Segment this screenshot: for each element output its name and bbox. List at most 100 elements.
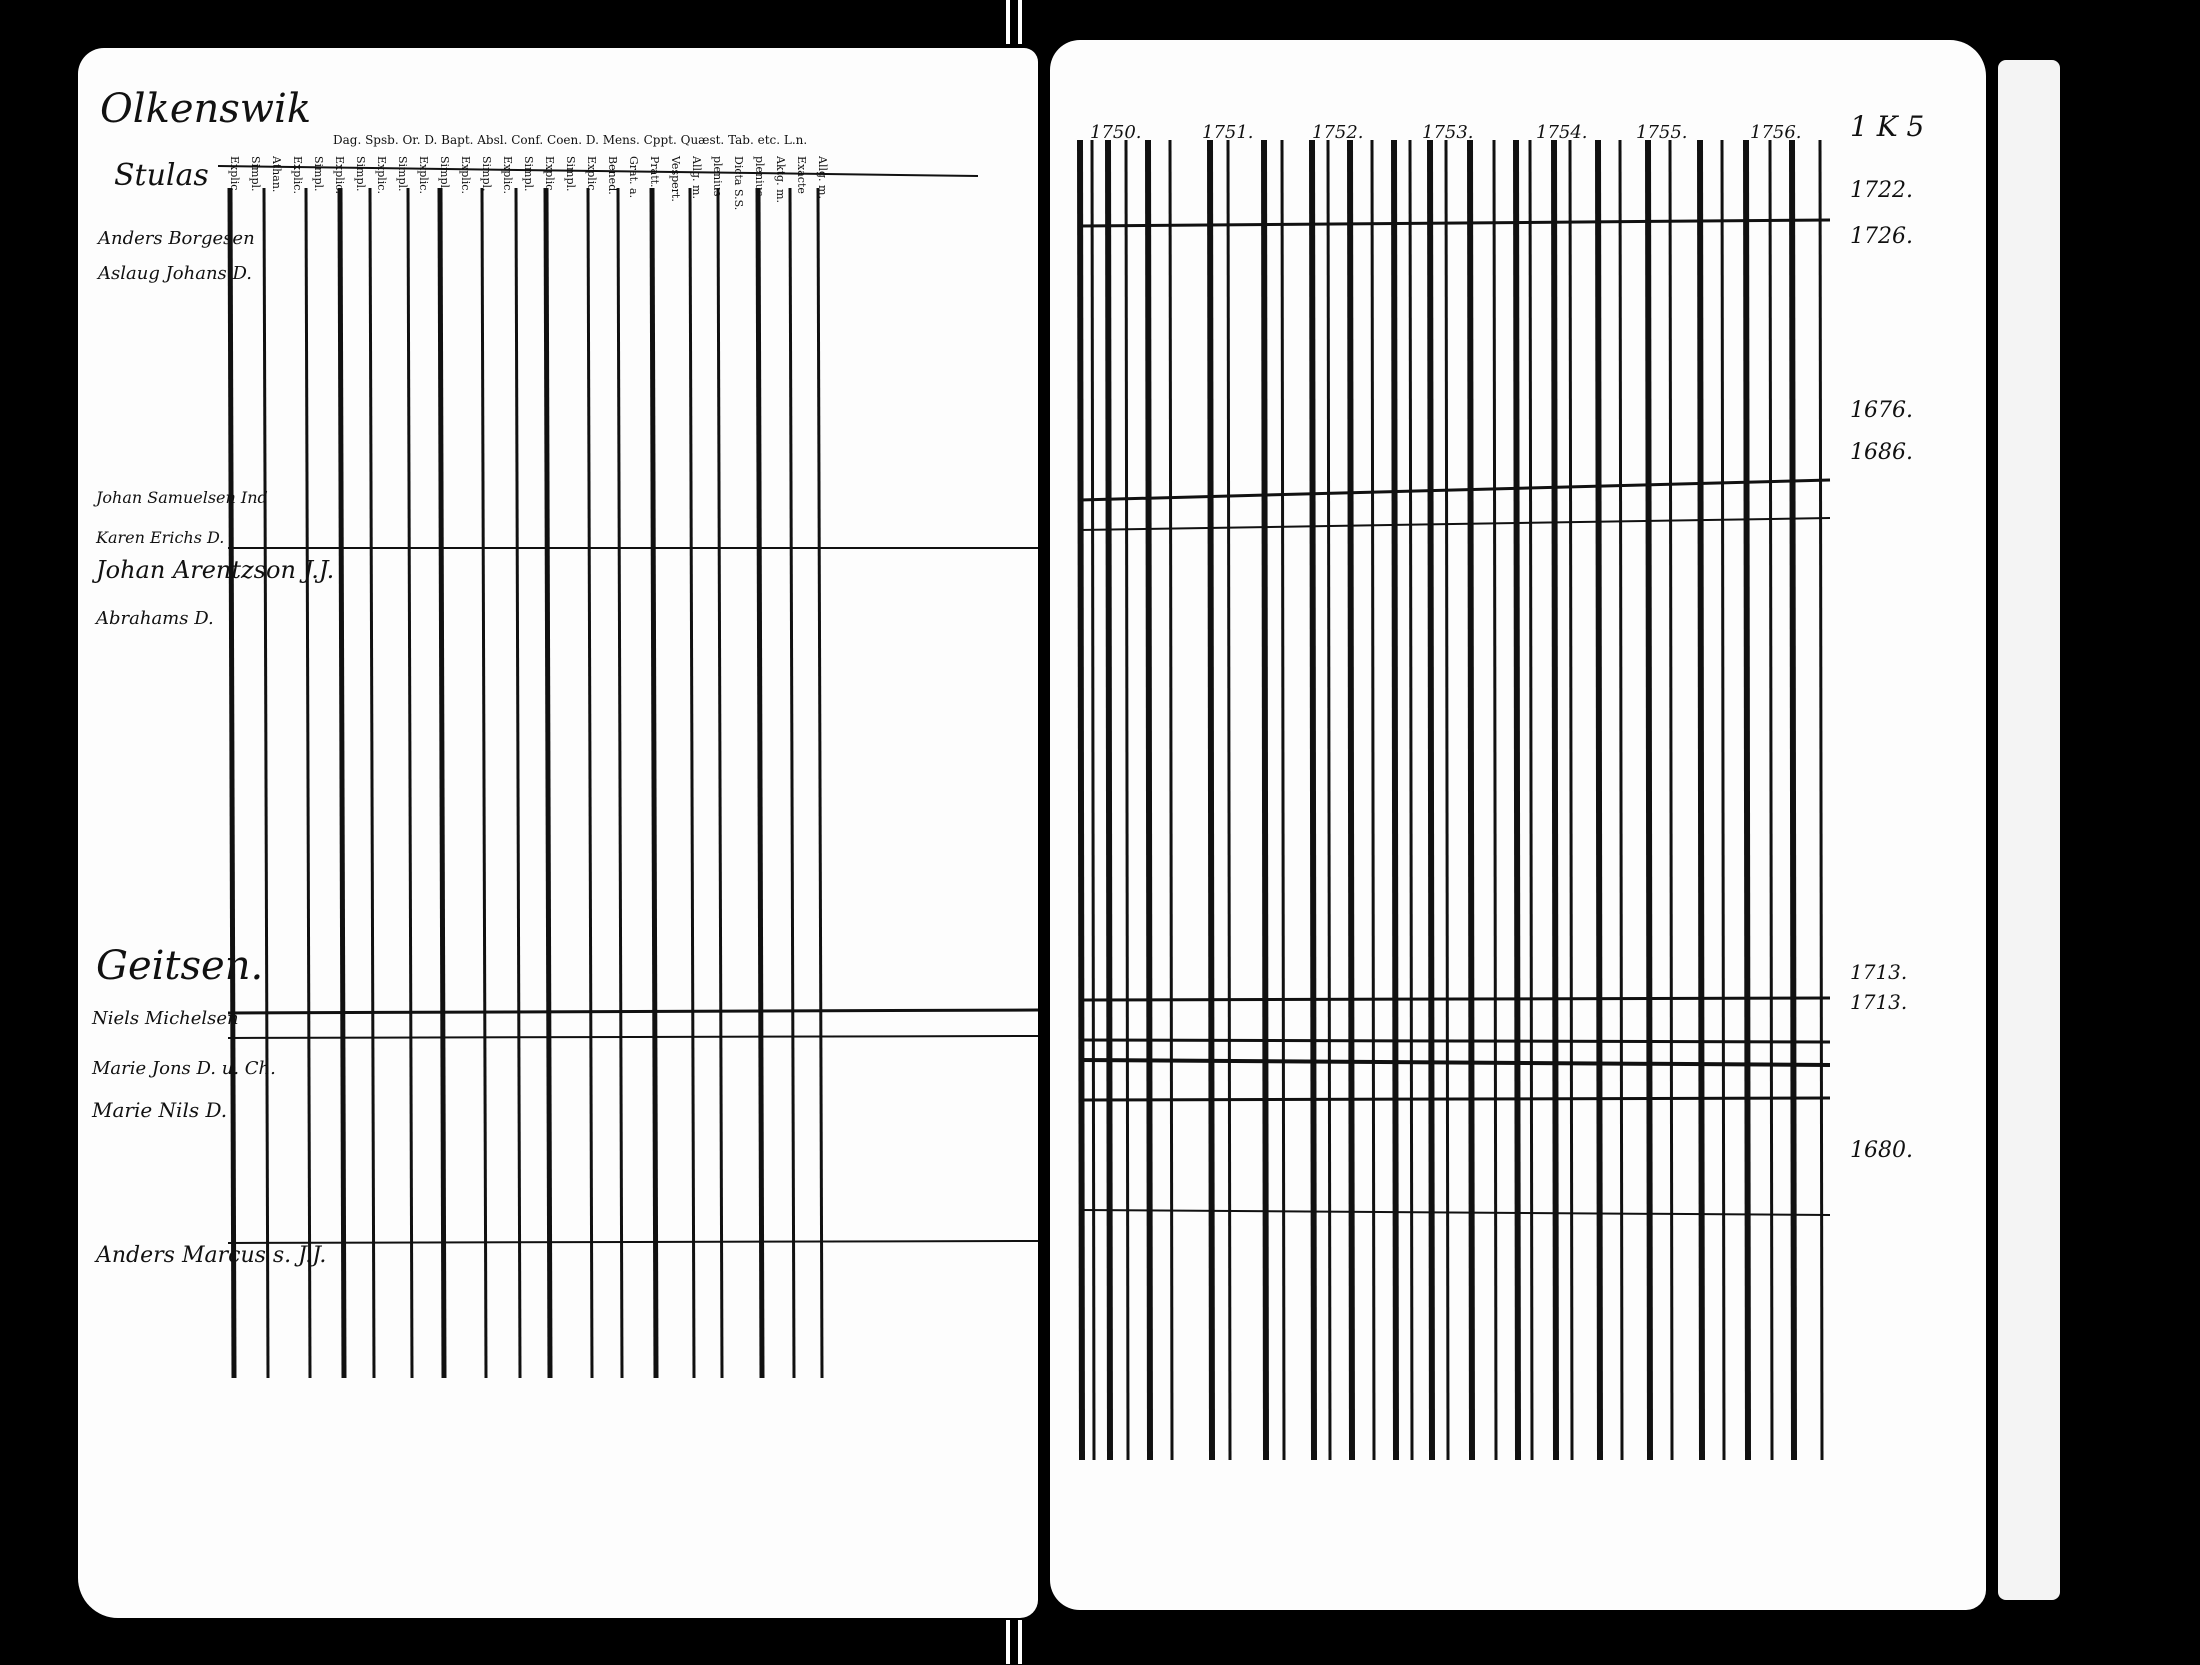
row-rule <box>227 1008 1038 1015</box>
column-rule <box>337 187 347 1379</box>
column-rule <box>1595 139 1603 1461</box>
column-rule <box>1145 139 1153 1461</box>
column-label: Simpl. <box>480 156 493 192</box>
column-label: Simpl. <box>438 156 451 192</box>
margin-year: 1726. <box>1850 224 1913 249</box>
column-label: Explic. <box>333 156 346 194</box>
section-1-title: Olkenswik <box>100 86 312 132</box>
column-rule <box>1105 139 1113 1461</box>
column-label: Simpl. <box>249 156 262 192</box>
margin-year: 1680. <box>1850 1138 1913 1163</box>
row-rule <box>1079 517 1831 531</box>
column-rule <box>1090 139 1096 1461</box>
column-rule <box>816 187 824 1379</box>
binding-mark <box>1006 0 1010 44</box>
column-rule <box>1492 139 1498 1461</box>
column-rule <box>1568 139 1574 1461</box>
row-rule <box>1079 218 1831 228</box>
column-rule <box>480 187 488 1379</box>
column-label: Explic. <box>228 156 241 194</box>
column-rule <box>649 187 659 1379</box>
name-entry: Aslaug Johans D. <box>98 263 253 284</box>
section-3-title: Geitsen. <box>96 943 264 989</box>
column-rule <box>262 187 270 1379</box>
column-label: Aktg. m. <box>774 156 787 203</box>
column-label: Explic. <box>585 156 598 194</box>
row-rule <box>1079 1058 1831 1067</box>
binding-mark <box>1018 0 1022 44</box>
column-rule <box>1391 139 1399 1461</box>
column-rule <box>1697 139 1705 1461</box>
column-label: Athan. <box>270 156 283 193</box>
margin-year: 1722. <box>1850 178 1913 203</box>
section-1-subtitle: Stulas <box>114 158 209 193</box>
column-label: Vespert. <box>669 156 682 202</box>
column-rule <box>1261 139 1269 1461</box>
column-rule <box>586 187 594 1379</box>
column-label: Explic. <box>375 156 388 194</box>
name-entry: Marie Nils D. <box>92 1098 228 1122</box>
year-header: 1755. <box>1636 122 1688 143</box>
margin-year: 1686. <box>1850 440 1913 465</box>
column-rule <box>1408 139 1414 1461</box>
year-header: 1751. <box>1202 122 1254 143</box>
year-header: 1756. <box>1750 122 1802 143</box>
column-rule <box>227 187 237 1379</box>
corner-mark: 1 K 5 <box>1850 110 1925 143</box>
name-entry: Karen Erichs D. <box>96 528 225 547</box>
column-rule <box>688 187 696 1379</box>
column-label: Simpl. <box>396 156 409 192</box>
page-edge-strip <box>1998 60 2060 1600</box>
column-rule <box>1077 139 1085 1461</box>
column-rule <box>1347 139 1355 1461</box>
year-header: 1750. <box>1090 122 1142 143</box>
year-header: 1752. <box>1312 122 1364 143</box>
margin-year: 1713. <box>1850 990 1908 1014</box>
row-rule <box>1079 1096 1831 1102</box>
column-rule <box>406 187 414 1379</box>
column-rule <box>514 187 522 1379</box>
column-rule <box>543 187 553 1379</box>
name-entry: Anders Marcus s. J.J. <box>96 1243 327 1268</box>
column-rule <box>1645 139 1653 1461</box>
column-label: Simpl. <box>354 156 367 192</box>
column-rule <box>1207 139 1215 1461</box>
column-rule <box>1551 139 1559 1461</box>
left-page-ruling <box>217 165 1038 1379</box>
year-header: 1754. <box>1536 122 1588 143</box>
column-rule <box>1168 139 1174 1461</box>
column-label: Simpl. <box>564 156 577 192</box>
column-rule <box>368 187 376 1379</box>
column-rule <box>1280 139 1286 1461</box>
column-rule <box>304 187 312 1379</box>
column-label: Simpl. <box>522 156 535 192</box>
column-label: Grat. a. <box>627 156 640 199</box>
year-header: 1753. <box>1422 122 1474 143</box>
name-entry: Niels Michelsen <box>92 1008 239 1029</box>
column-rule <box>1668 139 1674 1461</box>
column-label: Explic. <box>543 156 556 194</box>
column-rule <box>1326 139 1332 1461</box>
column-rule <box>1467 139 1475 1461</box>
column-label: Simpl. <box>312 156 325 192</box>
column-label: Explic. <box>417 156 430 194</box>
right-page-ruling <box>1077 139 1831 1461</box>
right-page: 1750. 1751. 1752. 1753. 1754. 1755. 1756… <box>1050 40 1986 1610</box>
column-label: Bened. <box>606 156 619 195</box>
column-rule <box>1124 139 1130 1461</box>
column-rule <box>616 187 624 1379</box>
column-rule <box>716 187 724 1379</box>
name-entry: Marie Jons D. u. Ch. <box>92 1058 276 1079</box>
column-rule <box>755 187 765 1379</box>
column-rule <box>1743 139 1751 1461</box>
column-rule <box>1720 139 1726 1461</box>
binding-mark <box>1018 1620 1022 1664</box>
row-rule <box>1079 1209 1831 1216</box>
header-rule <box>217 165 979 177</box>
margin-year: 1676. <box>1850 398 1913 423</box>
column-rule <box>1789 139 1797 1461</box>
name-entry: Johan Samuelsen Ind <box>96 488 268 507</box>
row-rule <box>1079 1038 1831 1044</box>
column-rule <box>1427 139 1435 1461</box>
column-rule <box>1309 139 1317 1461</box>
